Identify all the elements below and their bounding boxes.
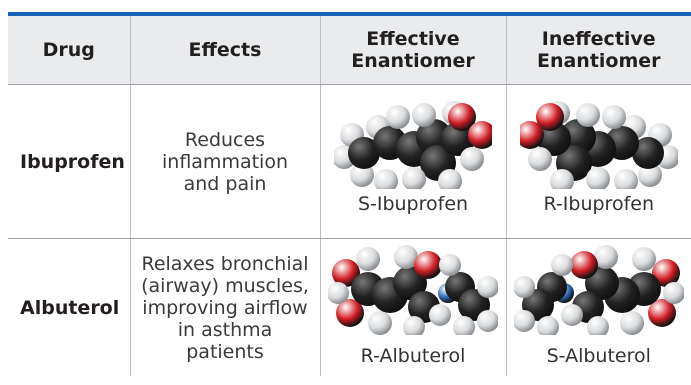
enantiomer-label: R-Albuterol [360,345,466,367]
atom [550,254,573,276]
atom [527,147,552,171]
effective-enantiomer-cell: R-Albuterol [320,238,507,376]
atom [439,254,461,276]
atom [601,105,626,129]
atom [631,247,656,271]
atom [560,304,583,326]
atom [586,316,609,335]
s-ibuprofen-molecule-image [334,101,492,189]
s-albuterol-molecule-image [513,245,684,335]
atom [403,316,425,335]
table-row: Ibuprofen Reduces inflammation and pain … [8,84,691,239]
atom [631,137,664,169]
drug-name: Ibuprofen [8,84,131,239]
header-drug: Drug [8,16,131,85]
atom [356,247,380,271]
atom [535,103,564,131]
atom [569,251,598,279]
r-albuterol-molecule-image [328,245,498,335]
atom [613,169,638,189]
atom [519,121,544,149]
atom [412,103,436,127]
atom [477,276,498,298]
atom [438,169,462,189]
atom [453,316,475,335]
atom [637,163,662,187]
header-effects: Effects [130,16,321,85]
atom [619,311,644,335]
atom [575,103,600,127]
enantiomer-label: R-Ibuprofen [543,193,655,215]
effective-enantiomer-cell: S-Ibuprofen [320,84,507,239]
atom [332,259,360,287]
atom [441,122,475,156]
atom [414,251,442,279]
atom [468,121,492,149]
atom [536,316,559,335]
atom [328,282,349,304]
atom [662,282,684,304]
atom [549,169,574,189]
atom [460,147,484,171]
atom [651,259,680,287]
r-ibuprofen-molecule-image [519,101,678,189]
atom [448,103,476,131]
drug-name: Albuterol [8,238,131,376]
atom [348,137,380,169]
atom [647,299,676,327]
atom [402,167,426,189]
atom [593,245,618,269]
atom [429,304,451,326]
atom [336,299,364,327]
atom [368,311,392,335]
atom [513,310,535,332]
drug-effects: Reduces inflammation and pain [130,84,321,239]
ineffective-enantiomer-cell: S-Albuterol [506,239,691,377]
table-row: Albuterol Relaxes bronchial (airway) mus… [8,238,691,377]
atom [585,167,610,189]
ineffective-enantiomer-cell: R-Ibuprofen [506,84,691,239]
atom [350,163,374,187]
accent-bar [8,12,691,16]
enantiomer-label: S-Albuterol [546,345,651,367]
atom [394,245,418,269]
atom [536,122,571,156]
enantiomer-label: S-Ibuprofen [357,193,469,215]
atom [374,169,398,189]
drug-effects: Relaxes bronchial (airway) muscles, impr… [130,238,321,376]
atom [513,276,535,298]
atom [477,310,498,332]
atom [386,105,410,129]
